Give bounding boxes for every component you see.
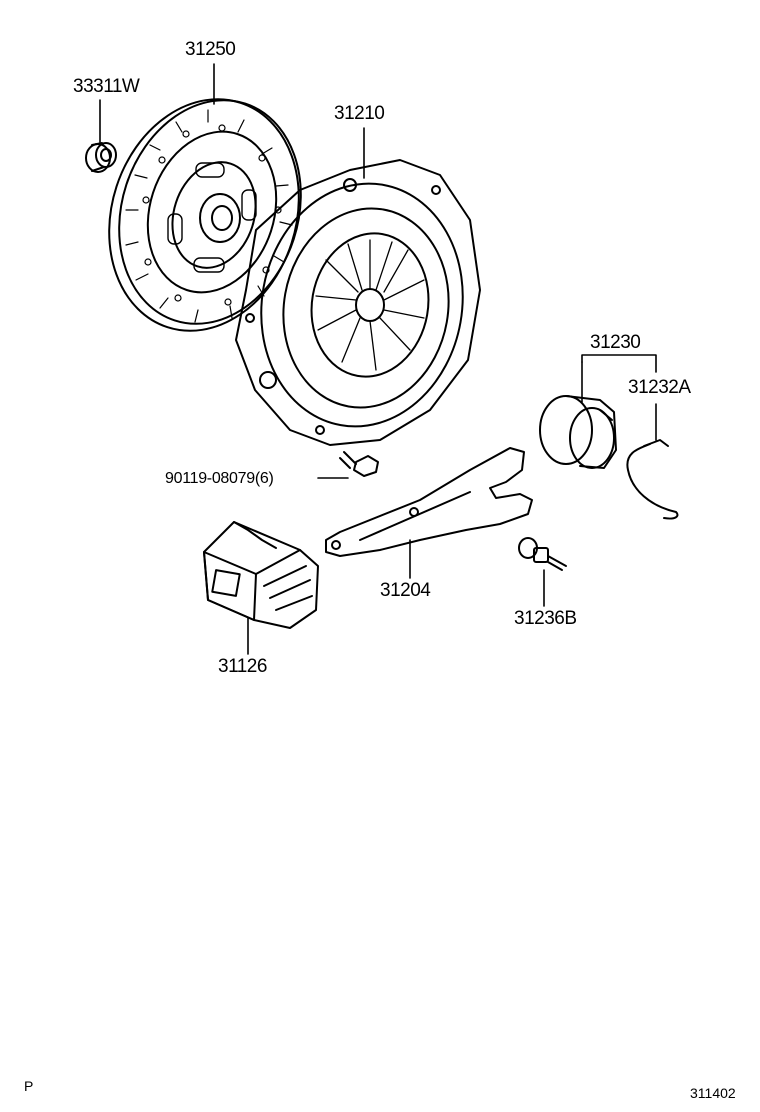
boot-icon <box>204 522 318 628</box>
bolt-icon <box>340 452 378 476</box>
pressure-plate-icon <box>236 160 482 445</box>
part-label-31230: 31230 <box>590 332 641 353</box>
release-hub-icon <box>540 396 616 468</box>
leader-lines <box>100 64 656 654</box>
diagram-id: 311402 <box>690 1085 736 1101</box>
part-label-31210: 31210 <box>334 103 385 124</box>
part-label-31236b: 31236B <box>514 608 577 629</box>
part-label-31250: 31250 <box>185 39 236 60</box>
clip-icon <box>627 440 677 519</box>
pivot-stud-icon <box>519 538 566 570</box>
part-label-31204: 31204 <box>380 580 431 601</box>
pilot-bearing-icon <box>86 143 116 172</box>
part-label-33311w: 33311W <box>73 76 140 97</box>
part-label-31126: 31126 <box>218 656 267 677</box>
clutch-disc-icon <box>80 74 329 355</box>
part-label-90119-08079: 90119-08079(6) <box>165 470 274 487</box>
footer-code: P <box>24 1078 34 1094</box>
part-label-31232a: 31232A <box>628 377 691 398</box>
release-fork-icon <box>326 448 532 556</box>
